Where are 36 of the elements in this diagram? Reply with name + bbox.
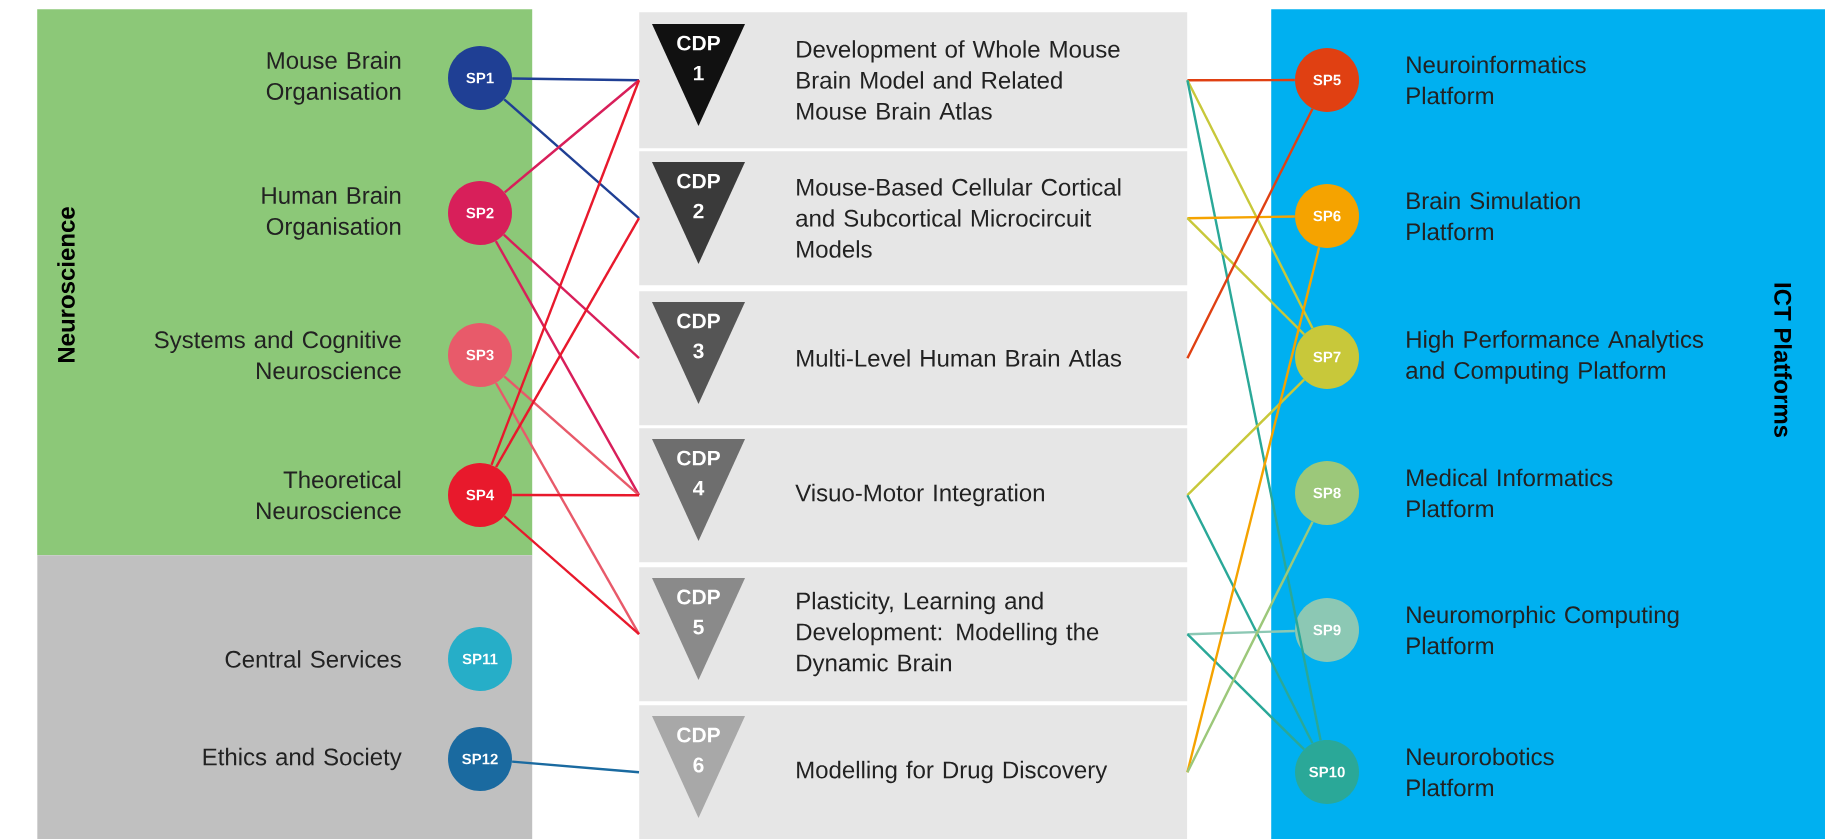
connector-line	[1187, 629, 1295, 636]
connector-line	[512, 77, 640, 82]
node-label: Brain Simulation Platform	[1407, 191, 1580, 241]
connector-line	[1186, 108, 1314, 359]
connector-line	[1186, 378, 1305, 497]
connector-line	[1186, 521, 1314, 773]
connector-line	[1187, 78, 1295, 82]
connector-line	[512, 760, 640, 774]
connector-line	[502, 233, 640, 360]
connector-line	[1187, 215, 1295, 220]
node-label: Neuroinformatics Platform	[1407, 55, 1586, 105]
node-label: Ethics and Society	[203, 747, 402, 771]
node-label: High Performance Analytics and Computing Platform	[1406, 330, 1704, 384]
node-label: Systems and Cognitive Neuroscience	[154, 330, 401, 380]
connector-line	[490, 79, 641, 466]
node-label: Human Brain Organisation	[262, 186, 401, 240]
connector-line	[503, 79, 640, 194]
node-label: Central Services	[225, 650, 401, 668]
connector-line	[1186, 217, 1306, 336]
node-label: Neurorobotics Platform	[1407, 747, 1554, 797]
panel	[37, 555, 533, 839]
connector-line	[503, 98, 640, 220]
connector-line	[503, 375, 640, 497]
connector-line	[512, 493, 639, 497]
node-label: Theoretical Neuroscience	[257, 470, 401, 520]
connector-line	[503, 515, 640, 636]
connector-line	[495, 217, 641, 468]
connector-line	[1186, 494, 1314, 744]
connector-line	[494, 382, 641, 635]
connector-line	[1186, 79, 1322, 741]
connector-line	[1186, 79, 1314, 329]
connector-line	[1186, 633, 1305, 751]
node-label: Mouse Brain Organisation	[266, 51, 401, 105]
connector-line	[494, 240, 641, 496]
node-label: Medical Informatics Platform	[1407, 468, 1613, 518]
node-label: Neuromorphic Computing Platform	[1407, 605, 1679, 655]
